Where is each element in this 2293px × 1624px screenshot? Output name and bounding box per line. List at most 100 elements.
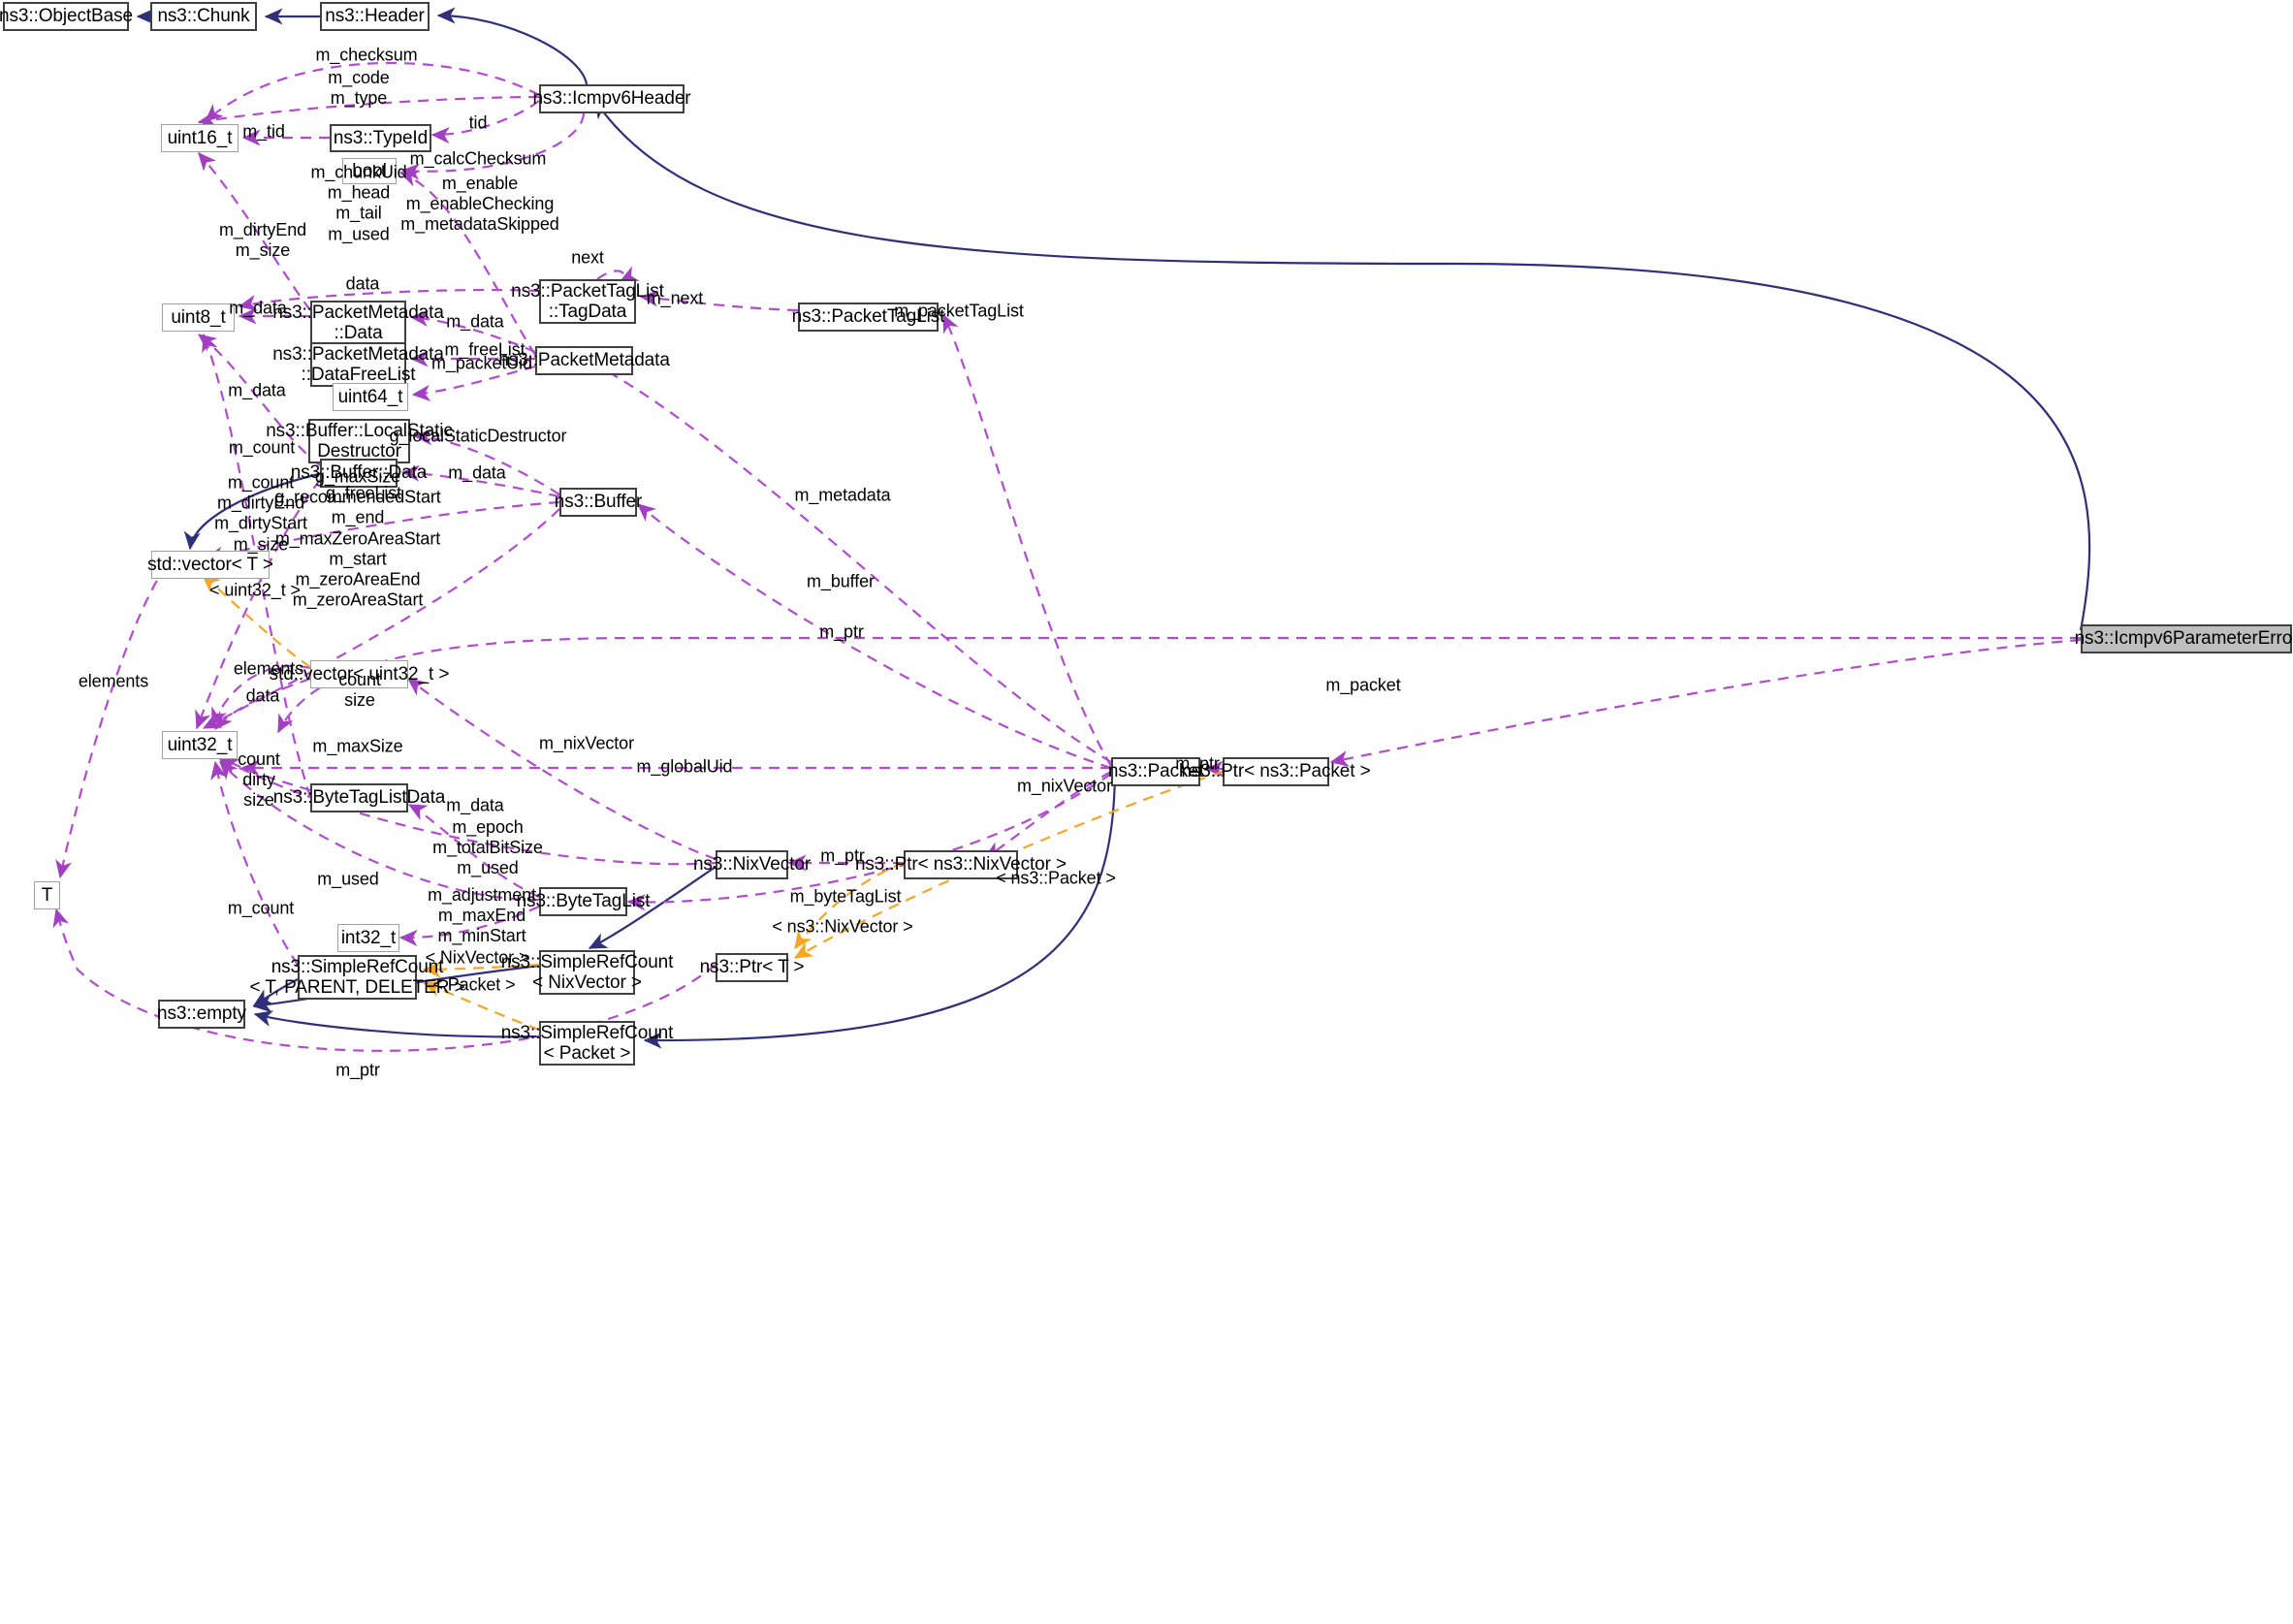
edge-label-l-mdata-uint8: m_data xyxy=(229,298,287,318)
edge-label-l-mdata-buf: m_data xyxy=(228,380,286,400)
edge-label-l-mnext: m_next xyxy=(646,288,704,308)
edge-label-l-mptr-packet: m_ptr xyxy=(1175,753,1220,774)
edge-label-l-code-type: m_code m_type xyxy=(328,67,390,108)
class-node-tparam[interactable]: T xyxy=(34,881,60,909)
edge-label-l-checksum: m_checksum xyxy=(315,45,418,65)
class-node-bool[interactable]: bool xyxy=(342,158,397,184)
edge-packet-srcpacket xyxy=(643,771,1117,1049)
edge-label-l-elements-left: elements xyxy=(78,671,149,691)
edge-bytetaglist-int32 xyxy=(398,905,540,947)
edge-nixvector-vectoruint32 xyxy=(406,678,717,861)
edge-srcpacket-empty xyxy=(253,1010,540,1038)
class-node-srcnixvector[interactable]: ns3::SimpleRefCount < NixVector > xyxy=(500,950,674,995)
edge-packetmetadata-uint64 xyxy=(411,365,536,401)
edge-label-l-next: next xyxy=(571,247,604,268)
edge-label-l-enable: m_enable m_enableChecking m_metadataSkip… xyxy=(400,174,559,235)
edge-label-l-elements: elements xyxy=(233,658,304,679)
edge-label-l-epoch: m_epoch m_totalBitSize m_used xyxy=(432,817,543,878)
class-node-typeid[interactable]: ns3::TypeId xyxy=(330,124,431,152)
edge-icmpv6header-uint16-checksum xyxy=(205,61,540,122)
edge-buffer-vector-gfreelist xyxy=(205,500,560,563)
edge-icmpv6header-typeid-tid xyxy=(430,100,540,144)
class-node-icmpv6paramerr[interactable]: ns3::Icmpv6ParameterError xyxy=(2075,624,2293,653)
edge-label-l-data-vector: data xyxy=(245,685,280,706)
edge-label-l-tid: tid xyxy=(468,112,488,133)
class-node-header[interactable]: ns3::Header xyxy=(320,2,430,31)
edge-label-l-mused: m_used xyxy=(317,869,379,889)
class-node-packet[interactable]: ns3::Packet xyxy=(1108,757,1203,786)
class-node-uint8[interactable]: uint8_t xyxy=(162,303,235,332)
edge-label-l-packet-tmpl: < ns3::Packet > xyxy=(996,868,1116,888)
edge-label-l-count-size: count size xyxy=(338,669,381,710)
edge-label-l-bytetaglist: m_byteTagList xyxy=(789,886,902,907)
edge-tagdata-self-next xyxy=(596,266,640,282)
edge-label-l-mcount-b: m_count xyxy=(227,898,295,918)
class-node-empty[interactable]: ns3::empty xyxy=(157,1000,246,1029)
class-node-bytetaglist[interactable]: ns3::ByteTagList xyxy=(517,887,651,916)
edge-simplerefcount-empty xyxy=(252,978,299,1006)
class-node-packetmetadata[interactable]: ns3::PacketMetadata xyxy=(498,346,670,375)
edge-label-l-gfreelist: g_freeList xyxy=(325,483,402,503)
class-node-pmdatafreelist[interactable]: ns3::PacketMetadata ::DataFreeList xyxy=(272,342,444,387)
edge-icmpv6header-uint16-codetype xyxy=(197,95,540,128)
edge-nixvector-uint32-epoch xyxy=(219,757,717,866)
edge-ptrnixvector-ptrt xyxy=(794,861,905,950)
edge-label-l-nixvector-b: m_nixVector xyxy=(1017,776,1112,796)
edge-simplerefcount-uint32-count xyxy=(210,760,299,966)
edge-label-l-adjustment: m_adjustment m_maxEnd m_minStart xyxy=(428,885,536,946)
edge-param-icmpv6header xyxy=(594,99,2091,631)
edge-label-l-count-dirty: m_count m_dirtyEnd m_dirtyStart m_size xyxy=(214,472,307,555)
edge-packet-packettaglist xyxy=(942,313,1112,767)
edge-label-l-buffer: m_buffer xyxy=(807,571,875,591)
edge-label-l-gmaxsize: g_maxSize g_recommendedStart m_end m_max… xyxy=(274,466,441,611)
edge-bytetaglist-bytetaglistdata xyxy=(407,804,540,899)
edge-label-l-chunkuid: m_chunkUid m_head m_tail m_used xyxy=(310,162,407,244)
edge-bufferdata-vector xyxy=(183,471,324,551)
class-node-chunk[interactable]: ns3::Chunk xyxy=(150,2,257,31)
class-node-icmpv6header[interactable]: ns3::Icmpv6Header xyxy=(532,84,691,113)
edge-label-l-data-tagdata: data xyxy=(345,273,380,294)
edge-tagdata-uint8-data xyxy=(238,288,540,311)
edge-label-l-nixvector-tmpl2: < ns3::NixVector > xyxy=(772,916,913,937)
edge-bytetaglist-uint32-used xyxy=(219,761,540,902)
edge-label-l-maxsize: m_maxSize xyxy=(312,736,403,756)
edge-label-l-mdata-pmdata: m_data xyxy=(446,311,504,332)
class-node-int32[interactable]: int32_t xyxy=(337,924,399,952)
edge-bufferdata-uint32-count xyxy=(195,479,321,730)
class-node-nixvector[interactable]: ns3::NixVector xyxy=(693,850,811,879)
edge-label-l-mptr-nix: m_ptr xyxy=(820,845,865,866)
edge-label-l-mdata-btld: m_data xyxy=(446,795,504,815)
edge-label-l-globaluid: m_globalUid xyxy=(636,756,733,777)
edge-label-l-count-dirty-size: count dirty size xyxy=(238,749,280,811)
edge-label-l-mcount-a: m_count xyxy=(228,437,296,458)
edge-packet-packetmetadata xyxy=(586,360,1112,763)
class-node-buffer[interactable]: ns3::Buffer xyxy=(555,488,642,517)
class-node-srcpacket[interactable]: ns3::SimpleRefCount < Packet > xyxy=(500,1021,674,1066)
edge-vectoruint32-uint32-count xyxy=(214,677,311,731)
edge-nixvector-srcnix xyxy=(588,864,719,949)
class-node-ptrpacket[interactable]: ns3::Ptr< ns3::Packet > xyxy=(1181,757,1371,786)
edge-label-l-nixvector-a: m_nixVector xyxy=(539,733,634,753)
edge-label-l-packetuid: m_packetUid xyxy=(431,353,532,373)
class-node-uint16[interactable]: uint16_t xyxy=(161,124,239,152)
class-node-uint32[interactable]: uint32_t xyxy=(162,731,238,759)
edge-label-l-packettaglist: m_packetTagList xyxy=(894,301,1024,321)
class-node-bytetaglistdata[interactable]: ns3::ByteTagListData xyxy=(273,783,445,812)
class-node-bufferdata[interactable]: ns3::Buffer::Data xyxy=(291,459,427,488)
class-node-packettaglist[interactable]: ns3::PacketTagList xyxy=(792,303,944,332)
edge-ptrt-t-mptr xyxy=(52,908,717,1052)
class-node-vectort[interactable]: std::vector< T > xyxy=(147,551,273,579)
class-node-localstatic[interactable]: ns3::Buffer::LocalStatic Destructor xyxy=(266,419,453,463)
edge-pmdata-uint16-dirty xyxy=(198,152,311,311)
edge-label-l-metadata: m_metadata xyxy=(794,485,891,505)
class-node-objectbase[interactable]: ns3::ObjectBase xyxy=(0,2,133,31)
class-node-uint64[interactable]: uint64_t xyxy=(333,383,408,411)
edge-label-l-dirtyend-size: m_dirtyEnd m_size xyxy=(218,219,307,260)
edge-label-l-packet-tmpl2: < Packet > xyxy=(432,974,516,995)
edge-label-l-mptr-bottom: m_ptr xyxy=(335,1060,380,1080)
class-node-tagdata[interactable]: ns3::PacketTagList ::TagData xyxy=(511,279,664,324)
edge-packet-buffer xyxy=(636,503,1112,770)
